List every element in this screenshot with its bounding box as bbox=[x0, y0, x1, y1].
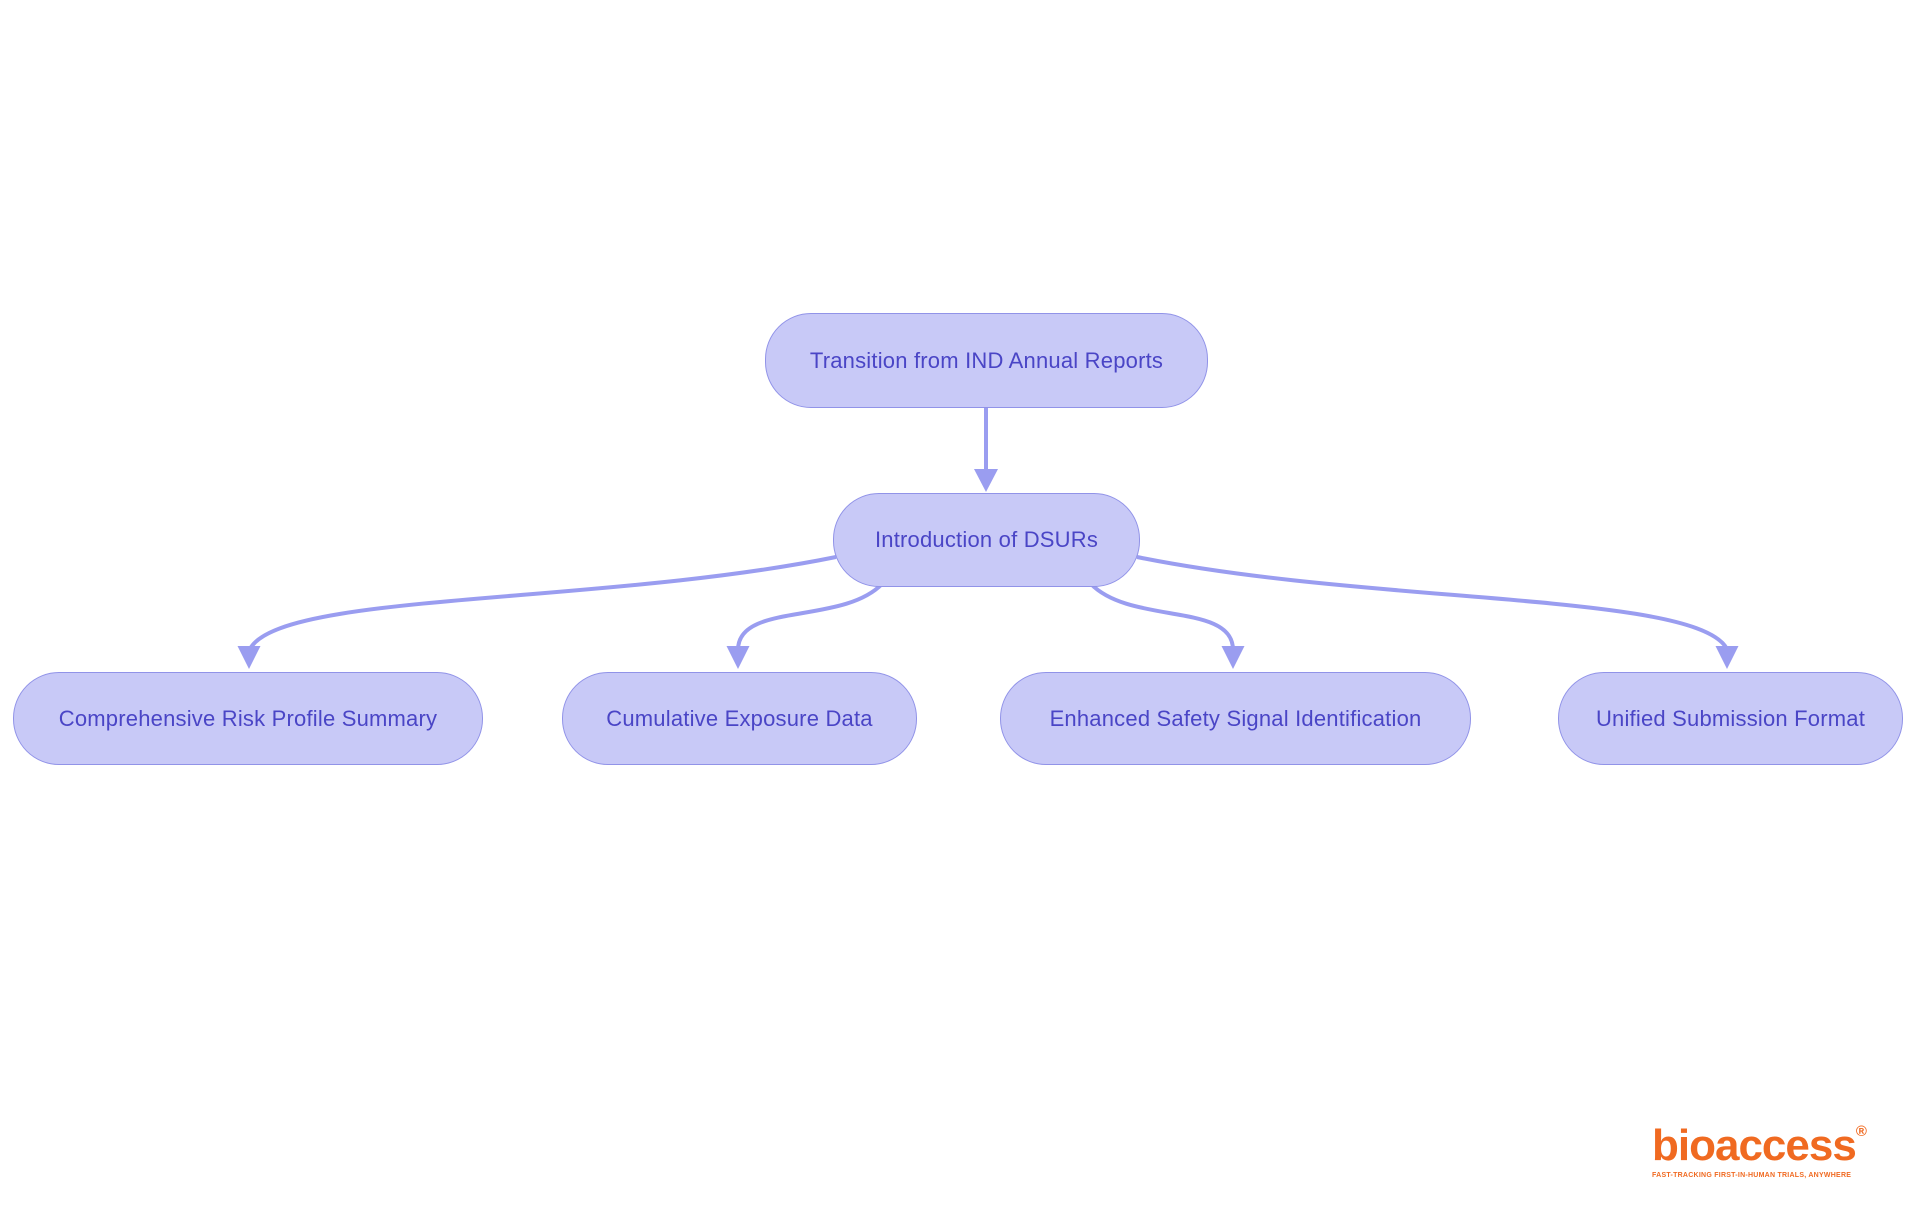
arrowhead-risk-profile bbox=[237, 646, 261, 669]
node-label-exposure-data: Cumulative Exposure Data bbox=[606, 705, 873, 731]
node-label-introduction: Introduction of DSURs bbox=[874, 527, 1099, 552]
registered-trademark-symbol: ® bbox=[1855, 1123, 1867, 1140]
bioaccess-wordmark: bioaccess® bbox=[1652, 1124, 1867, 1168]
flowchart-node-exposure-data: Cumulative Exposure Data bbox=[562, 672, 917, 765]
arrowhead-introduction bbox=[974, 469, 998, 492]
bioaccess-logo: bioaccess® FAST-TRACKING FIRST-IN-HUMAN … bbox=[1652, 1124, 1867, 1180]
node-label-transition: Transition from IND Annual Reports bbox=[809, 347, 1164, 373]
arrowhead-submission-format bbox=[1715, 646, 1739, 669]
flowchart-node-risk-profile: Comprehensive Risk Profile Summary bbox=[13, 672, 483, 765]
arrowhead-exposure-data bbox=[726, 646, 750, 669]
flowchart-node-transition: Transition from IND Annual Reports bbox=[765, 313, 1208, 408]
arrowhead-safety-signal bbox=[1221, 646, 1245, 669]
flowchart-node-safety-signal: Enhanced Safety Signal Identification bbox=[1000, 672, 1471, 765]
flowchart-node-introduction: Introduction of DSURs bbox=[833, 493, 1140, 587]
logo-tagline: FAST-TRACKING FIRST-IN-HUMAN TRIALS, ANY… bbox=[1652, 1172, 1852, 1179]
logo-text: bioaccess bbox=[1652, 1121, 1857, 1170]
node-label-submission-format: Unified Submission Format bbox=[1595, 705, 1866, 731]
edge-introduction-to-submission-format bbox=[1136, 555, 1729, 651]
node-label-risk-profile: Comprehensive Risk Profile Summary bbox=[58, 705, 438, 731]
edge-introduction-to-exposure-data bbox=[736, 582, 884, 651]
node-label-safety-signal: Enhanced Safety Signal Identification bbox=[1049, 705, 1422, 731]
edge-introduction-to-safety-signal bbox=[1089, 582, 1235, 651]
edge-introduction-to-risk-profile bbox=[248, 555, 837, 651]
flowchart-node-submission-format: Unified Submission Format bbox=[1558, 672, 1903, 765]
